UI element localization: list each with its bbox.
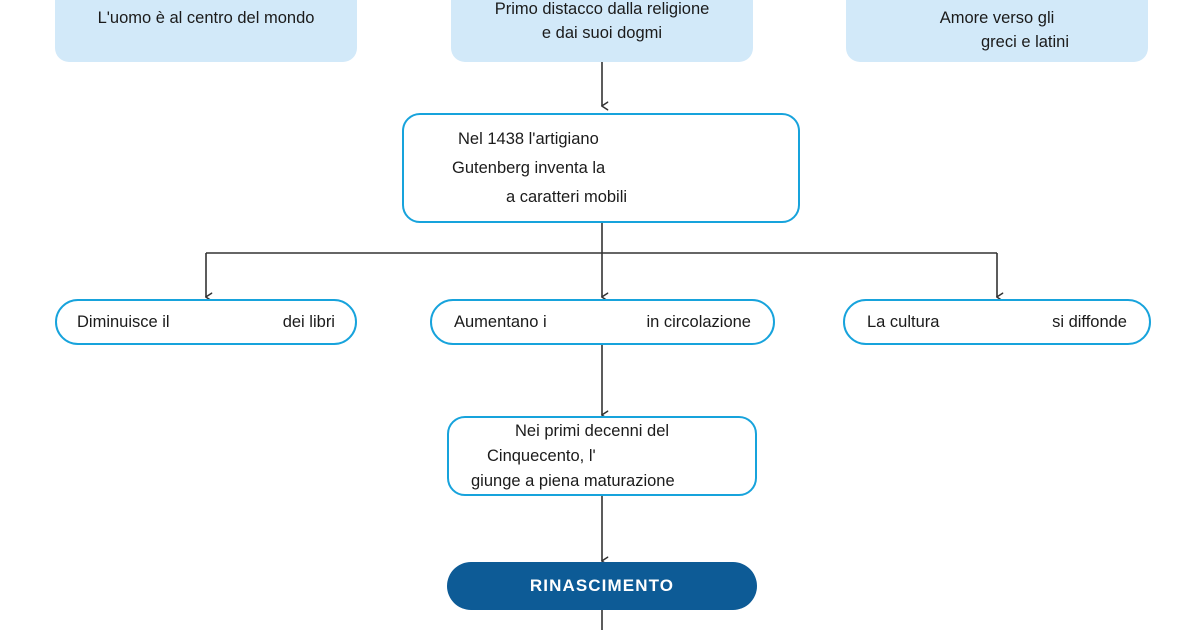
node-top-center[interactable]: CULTURALE Primo distacco dalla religione… bbox=[451, 0, 753, 62]
node-cinquecento-line-3: giunge a piena maturazione bbox=[471, 471, 675, 490]
node-cinquecento[interactable]: Nei primi decenni del Cinquecento, l' gi… bbox=[447, 416, 757, 496]
node-top-center-line-2: e dai suoi dogmi bbox=[541, 24, 663, 42]
node-gutenberg-line-3: a caratteri mobili bbox=[506, 187, 628, 206]
node-top-left[interactable]: L'uomo è al centro del mondo bbox=[55, 0, 357, 62]
node-rinascimento[interactable]: RINASCIMENTO bbox=[447, 562, 757, 610]
node-branch-left-text-after: dei libri bbox=[282, 312, 335, 331]
node-branch-center[interactable]: Aumentano i in circolazione bbox=[430, 299, 775, 345]
node-top-right-line-1: Amore verso gli bbox=[939, 9, 1055, 27]
node-top-center-line-1: Primo distacco dalla religione bbox=[494, 0, 710, 18]
node-branch-left[interactable]: Diminuisce il dei libri bbox=[55, 299, 357, 345]
node-gutenberg-line-2: Gutenberg inventa la bbox=[452, 158, 606, 177]
node-branch-center-text-after: in circolazione bbox=[646, 312, 751, 331]
node-top-left-line-1: L'uomo è al centro del mondo bbox=[97, 9, 315, 27]
node-rinascimento-label: RINASCIMENTO bbox=[529, 576, 675, 595]
node-branch-right-text-before: La cultura bbox=[867, 312, 940, 331]
node-cinquecento-line-1: Nei primi decenni del bbox=[515, 421, 670, 440]
node-branch-left-text-before: Diminuisce il bbox=[77, 312, 170, 331]
node-branch-right[interactable]: La cultura si diffonde bbox=[843, 299, 1151, 345]
node-branch-right-text-after: si diffonde bbox=[1052, 312, 1127, 331]
node-gutenberg[interactable]: Nel 1438 l'artigiano Gutenberg inventa l… bbox=[402, 113, 800, 223]
node-top-right-line-2: greci e latini bbox=[980, 33, 1070, 51]
node-gutenberg-line-1: Nel 1438 l'artigiano bbox=[458, 129, 599, 148]
node-branch-center-text-before: Aumentano i bbox=[454, 312, 547, 331]
node-cinquecento-line-2: Cinquecento, l' bbox=[487, 446, 596, 465]
node-top-right[interactable]: Amore verso gli greci e latini bbox=[846, 0, 1148, 62]
